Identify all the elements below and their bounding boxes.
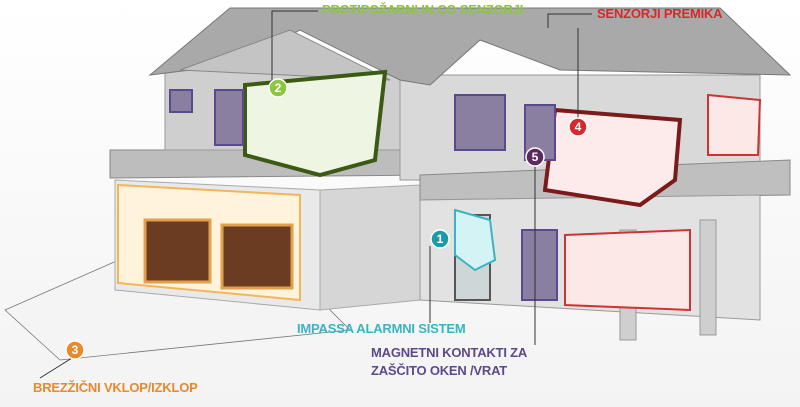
garage-door-right	[220, 223, 294, 290]
marker-wireless-number: 3	[72, 343, 79, 357]
label-magnetic-contacts-line2: ZAŠČITO OKEN /VRAT	[371, 363, 508, 378]
roof-gable-left	[179, 29, 391, 81]
label-motion-sensors: SENZORJI PREMIKA	[597, 6, 723, 21]
garage-side	[319, 184, 421, 311]
window	[521, 229, 558, 301]
window	[169, 89, 193, 113]
marker-wireless[interactable]: 3	[65, 340, 85, 360]
label-wireless-switch: BREZŽIČNI VKLOP/IZKLOP	[33, 380, 198, 395]
windows	[169, 89, 558, 301]
porch-column	[699, 219, 717, 336]
marker-alarm[interactable]: 1	[430, 229, 450, 249]
marker-magnetic[interactable]: 5	[525, 147, 545, 167]
room-motion-right	[707, 93, 762, 156]
window	[214, 89, 244, 146]
marker-motion[interactable]: 4	[568, 117, 588, 137]
marker-fire[interactable]: 2	[268, 78, 288, 98]
marker-motion-number: 4	[575, 120, 582, 134]
label-alarm-system: IMPASSA ALARMNI SISTEM	[297, 321, 466, 336]
marker-magnetic-number: 5	[532, 150, 539, 164]
alarm-panel-zone	[454, 208, 497, 272]
bedroom-motion-zone	[542, 107, 683, 208]
label-fire-co-sensors: PROTIPOŽARNI IN CO SENZORJI	[322, 2, 524, 17]
room-motion-lower	[564, 228, 691, 312]
marker-alarm-number: 1	[437, 232, 444, 246]
garage-door-left	[143, 218, 212, 284]
bedroom-fire-zone	[243, 69, 388, 178]
driveway	[4, 254, 351, 361]
window	[454, 94, 506, 151]
label-magnetic-contacts-line1: MAGNETNI KONTAKTI ZA	[371, 345, 528, 360]
marker-fire-number: 2	[275, 81, 282, 95]
leader-lines	[39, 10, 592, 379]
